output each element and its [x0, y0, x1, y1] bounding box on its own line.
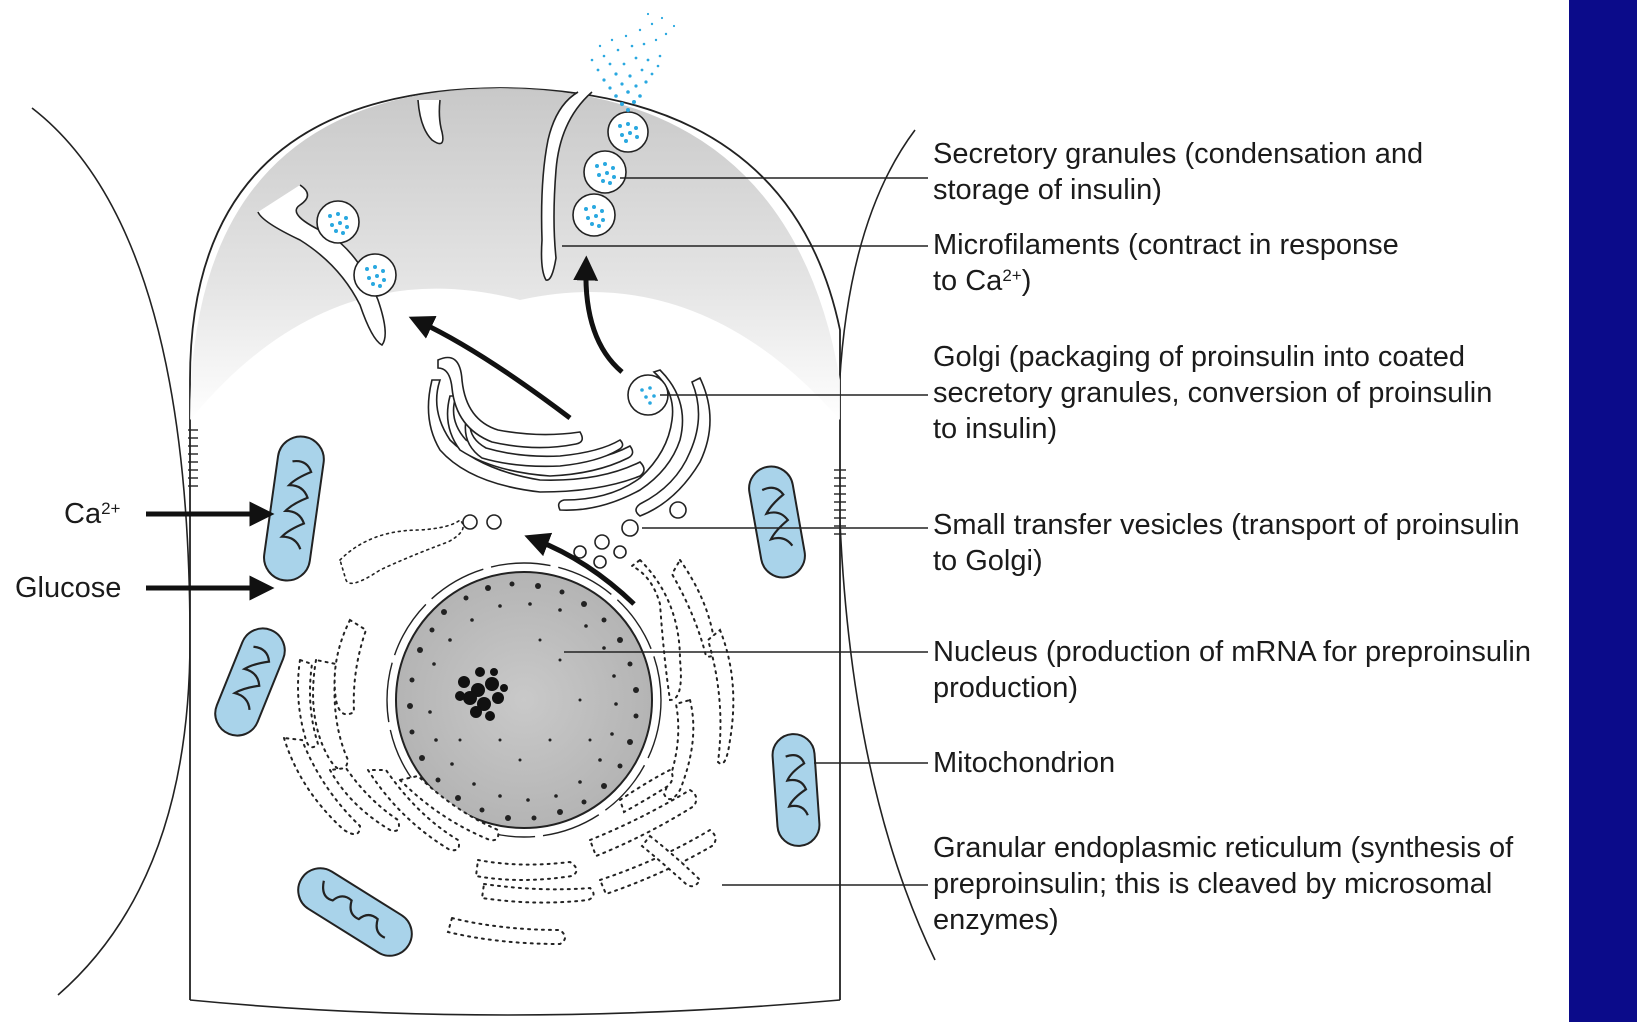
label-golgi: Golgi (packaging of proinsulin into coat… [933, 339, 1492, 447]
label-small-transfer-vesicles: Small transfer vesicles (transport of pr… [933, 507, 1520, 579]
label-line: Nucleus (production of mRNA for preproin… [933, 634, 1531, 670]
secretory-granule [317, 201, 359, 243]
right-neighbor-cell-membrane [838, 130, 935, 960]
secretory-granule [584, 151, 626, 193]
label-line: Mitochondrion [933, 745, 1115, 781]
label-line: Golgi (packaging of proinsulin into coat… [933, 339, 1492, 375]
calcium-label-text: Ca [64, 498, 101, 530]
label-mitochondrion: Mitochondrion [933, 745, 1115, 781]
secretory-granule [608, 112, 648, 152]
label-line: to insulin) [933, 411, 1492, 447]
slide-edge-bar [1569, 0, 1637, 1022]
calcium-label-charge: 2+ [101, 499, 120, 518]
label-line: Microfilaments (contract in response [933, 227, 1399, 263]
label-secretory-granules: Secretory granules (condensation and sto… [933, 136, 1423, 208]
label-line: secretory granules, conversion of proins… [933, 375, 1492, 411]
label-line: to Golgi) [933, 543, 1520, 579]
glucose-input-label: Glucose [15, 570, 121, 606]
left-neighbor-cell-membrane [32, 108, 190, 995]
label-text: ) [1022, 265, 1032, 297]
glucose-label-text: Glucose [15, 572, 121, 604]
label-line: preproinsulin; this is cleaved by micros… [933, 866, 1513, 902]
label-line: production) [933, 670, 1531, 706]
label-line: storage of insulin) [933, 172, 1423, 208]
label-line: Secretory granules (condensation and [933, 136, 1423, 172]
mitochondrion-icon [771, 733, 821, 848]
label-charge: 2+ [1002, 266, 1021, 285]
calcium-input-label: Ca2+ [64, 496, 120, 532]
label-granular-er: Granular endoplasmic reticulum (synthesi… [933, 830, 1513, 938]
bottom-membrane [190, 1000, 840, 1015]
label-line: Granular endoplasmic reticulum (synthesi… [933, 830, 1513, 866]
label-line: Small transfer vesicles (transport of pr… [933, 507, 1520, 543]
label-line: to Ca2+) [933, 263, 1399, 299]
label-nucleus: Nucleus (production of mRNA for preproin… [933, 634, 1531, 706]
label-microfilaments: Microfilaments (contract in response to … [933, 227, 1399, 299]
label-text: to Ca [933, 265, 1002, 297]
secretory-granule [573, 194, 615, 236]
label-line: enzymes) [933, 902, 1513, 938]
secretory-granule [354, 254, 396, 296]
